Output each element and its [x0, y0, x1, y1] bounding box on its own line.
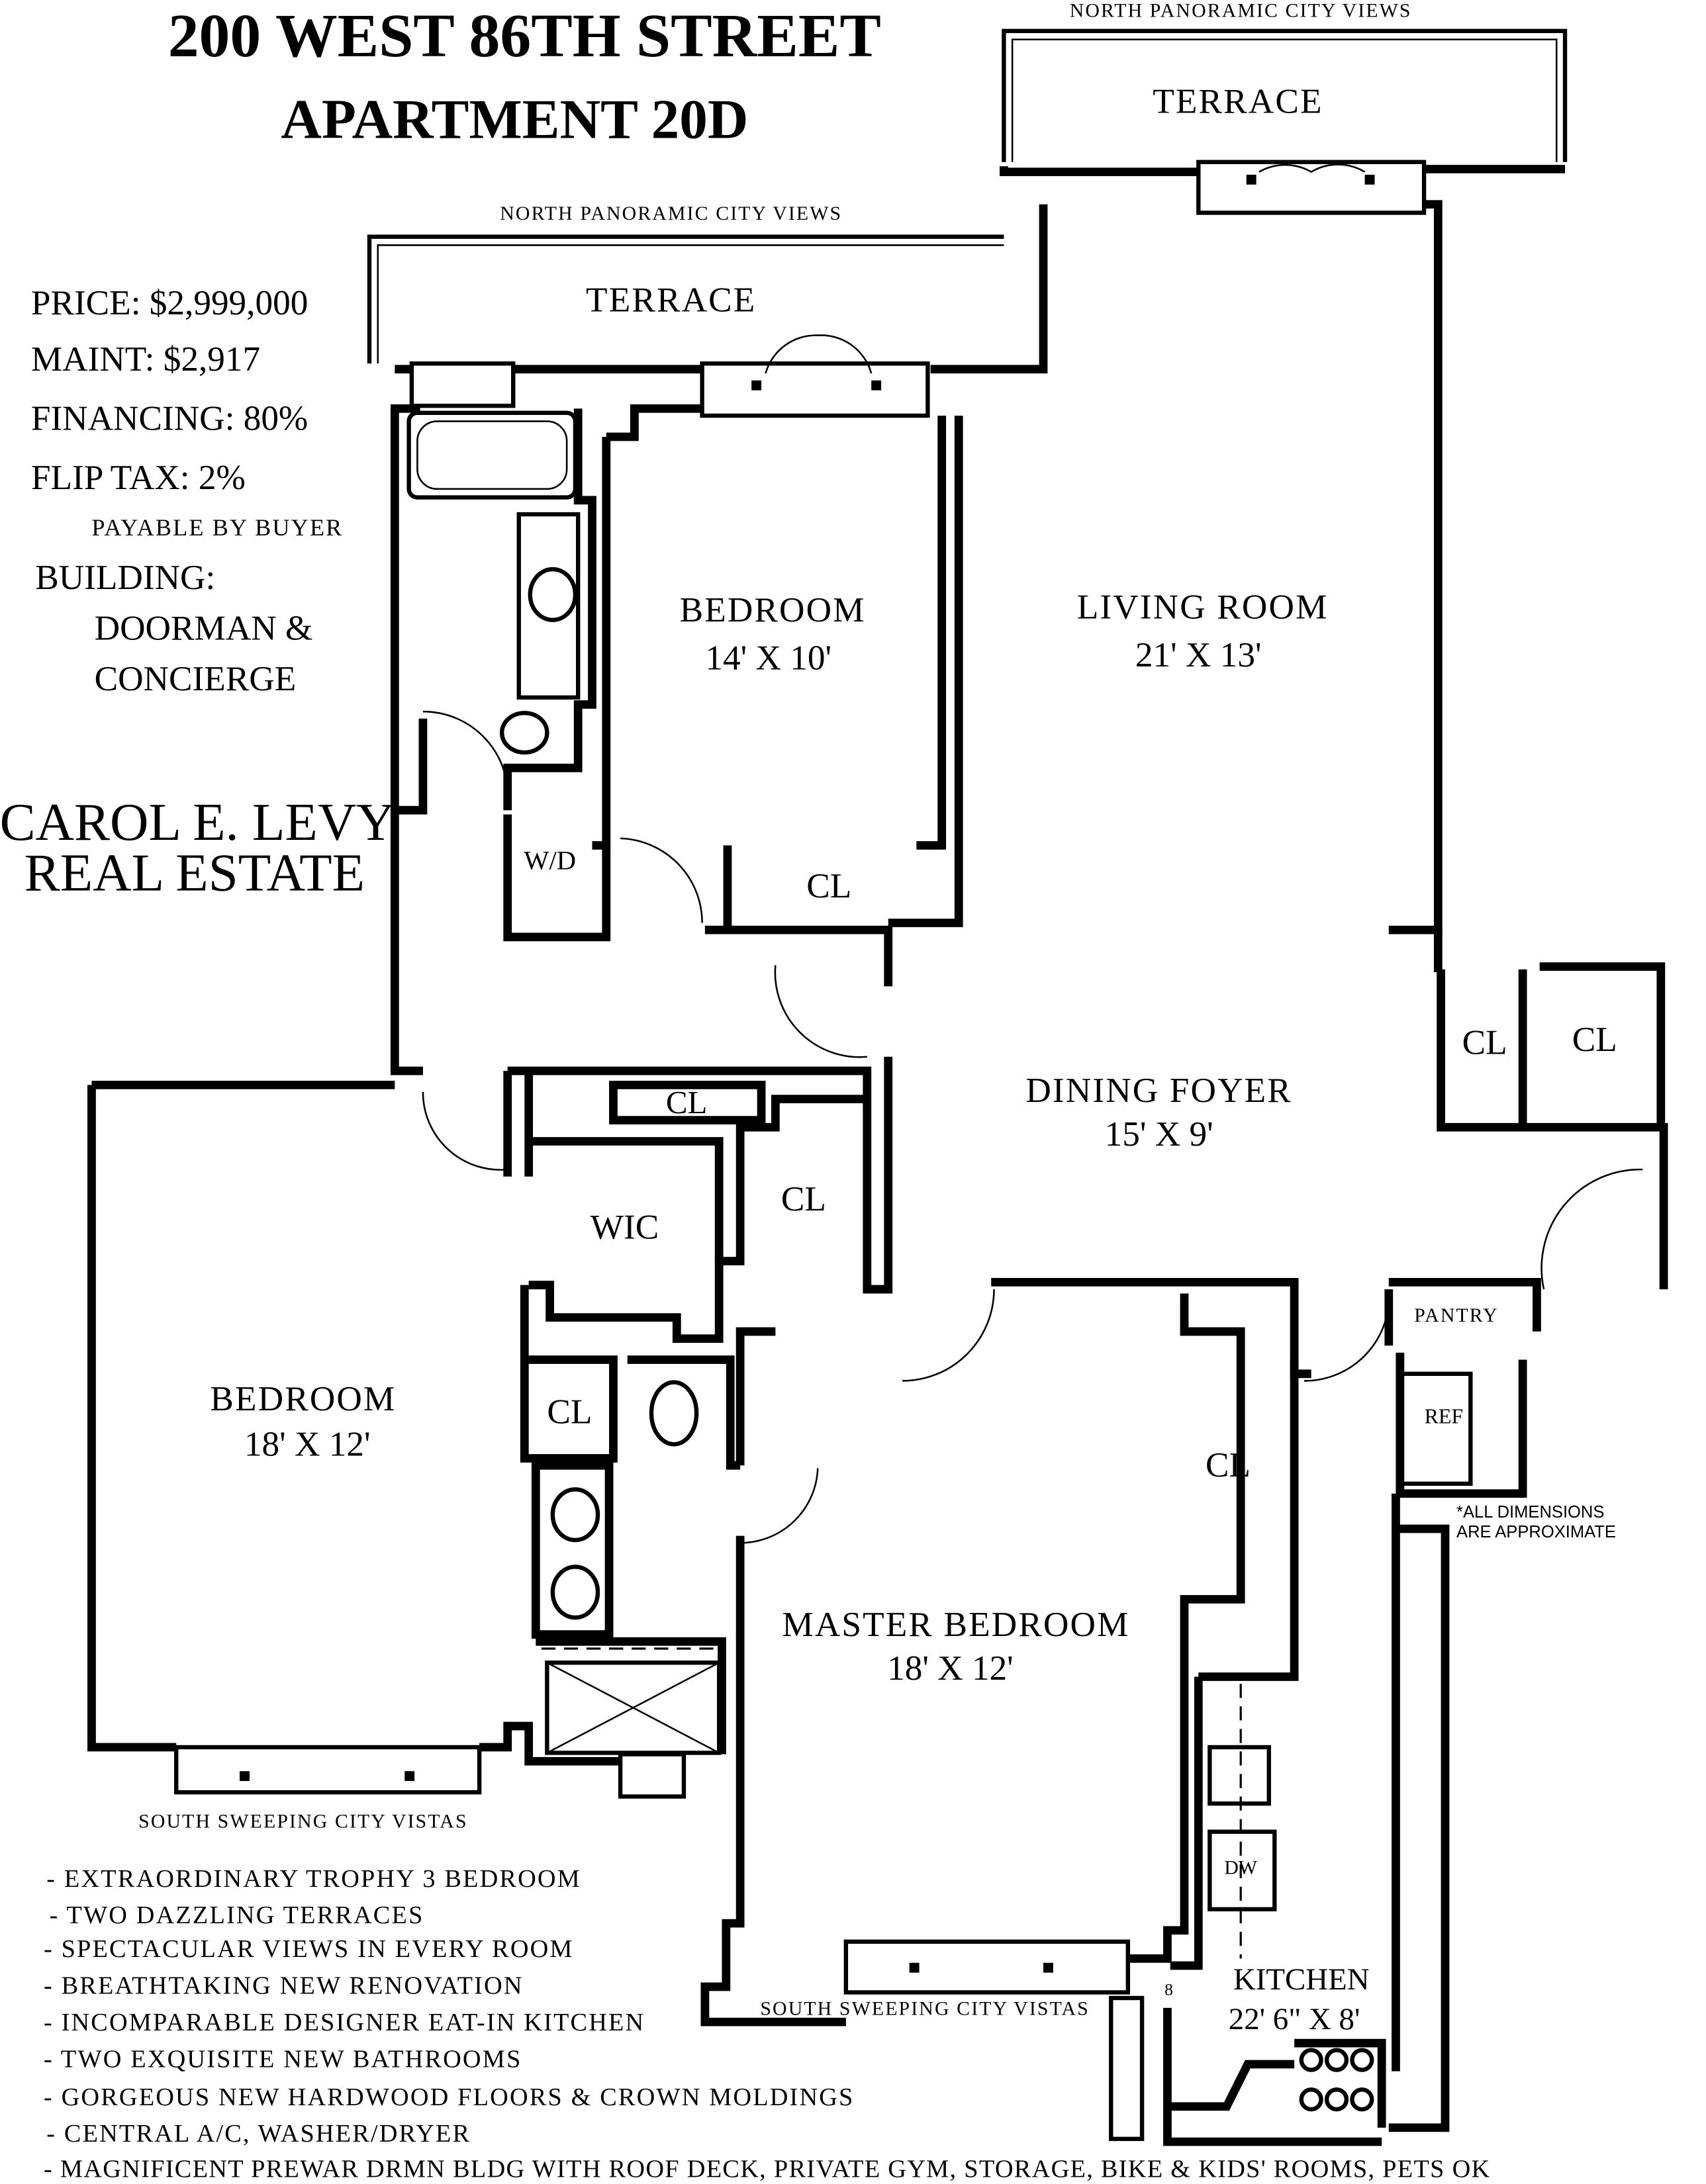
feature-list: - EXTRAORDINARY TROPHY 3 BEDROOM - TWO D… — [44, 1865, 1490, 2183]
stove-icon — [1299, 2048, 1374, 2112]
south-views-master: SOUTH SWEEPING CITY VISTAS — [760, 1998, 1090, 2020]
kitchen-dim: 22' 6" X 8' — [1229, 2002, 1360, 2036]
terrace-left: NORTH PANORAMIC CITY VIEWS TERRACE — [367, 203, 1004, 364]
feature-item: - TWO DAZZLING TERRACES — [50, 1901, 424, 1929]
refrigerator — [1398, 1371, 1473, 1486]
kitchen-name: KITCHEN — [1233, 1962, 1370, 1997]
living-dim: 21' X 13' — [1135, 635, 1262, 674]
feature-item: - SPECTACULAR VIEWS IN EVERY ROOM — [44, 1935, 574, 1963]
title-line-2: APARTMENT 20D — [281, 89, 748, 151]
broker-name: CAROL E. LEVY — [0, 792, 395, 852]
sink-icon — [550, 1565, 600, 1620]
building-line-2: CONCIERGE — [95, 659, 297, 698]
walls — [87, 165, 1668, 2146]
closet-label: CL — [1462, 1023, 1507, 1062]
dimensions-note-1: *ALL DIMENSIONS — [1456, 1503, 1604, 1522]
closet-label: CL — [1206, 1445, 1251, 1484]
wd-label: W/D — [524, 846, 576, 876]
mark-label: 8 — [1164, 1980, 1173, 1999]
bedroom1-dim: 14' X 10' — [705, 638, 831, 677]
north-views-top: NORTH PANORAMIC CITY VIEWS — [1070, 0, 1412, 22]
dimensions-note-2: ARE APPROXIMATE — [1456, 1523, 1616, 1541]
north-views-left: NORTH PANORAMIC CITY VIEWS — [500, 203, 842, 224]
price: PRICE: $2,999,000 — [31, 283, 308, 322]
bedroom1-name: BEDROOM — [680, 590, 866, 629]
bathtub — [406, 410, 578, 500]
room-labels: BEDROOM 14' X 10' LIVING ROOM 21' X 13' … — [210, 588, 1617, 2036]
sink-icon — [528, 567, 578, 622]
dining-dim: 15' X 9' — [1105, 1115, 1213, 1154]
feature-item: - MAGNIFICENT PREWAR DRMN BLDG WITH ROOF… — [44, 2155, 1490, 2183]
shower — [545, 1661, 722, 1755]
wic-label: WIC — [591, 1207, 659, 1246]
closet-label: CL — [547, 1392, 592, 1431]
pantry-label: PANTRY — [1414, 1304, 1499, 1326]
bedroom2-dim: 18' X 12' — [244, 1424, 371, 1463]
vanity — [516, 512, 581, 700]
broker-line-2: REAL ESTATE — [24, 843, 365, 903]
closet-label: CL — [806, 866, 851, 905]
listing-info: PRICE: $2,999,000 MAINT: $2,917 FINANCIN… — [31, 283, 343, 698]
living-name: LIVING ROOM — [1077, 588, 1329, 627]
master-name: MASTER BEDROOM — [782, 1605, 1129, 1644]
windows — [174, 159, 1427, 2142]
financing: FINANCING: 80% — [31, 398, 308, 437]
bedroom2-name: BEDROOM — [210, 1379, 396, 1418]
south-views-left: SOUTH SWEEPING CITY VISTAS — [138, 1810, 468, 1832]
feature-item: - TWO EXQUISITE NEW BATHROOMS — [44, 2045, 522, 2073]
fixtures — [406, 410, 1473, 2112]
feature-item: - CENTRAL A/C, WASHER/DRYER — [46, 2120, 471, 2148]
maintenance: MAINT: $2,917 — [31, 340, 260, 379]
terrace-left-label: TERRACE — [586, 281, 756, 320]
kitchen-sink — [1208, 1745, 1271, 1806]
dw-label: DW — [1224, 1857, 1258, 1879]
feature-item: - GORGEOUS NEW HARDWOOD FLOORS & CROWN M… — [44, 2083, 854, 2111]
flip-tax-note: PAYABLE BY BUYER — [91, 514, 343, 541]
closet-label: CL — [666, 1084, 708, 1120]
building-line-1: DOORMAN & — [95, 609, 313, 648]
dishwasher — [1208, 1829, 1277, 1912]
toilet-icon — [499, 711, 549, 755]
doors — [422, 710, 1643, 1544]
feature-item: - INCOMPARABLE DESIGNER EAT-IN KITCHEN — [44, 2009, 645, 2036]
ref-label: REF — [1425, 1404, 1464, 1428]
feature-item: - EXTRAORDINARY TROPHY 3 BEDROOM — [46, 1865, 581, 1893]
closet-label: CL — [1572, 1020, 1617, 1059]
sink-icon — [550, 1487, 600, 1543]
terrace-top-label: TERRACE — [1153, 81, 1323, 120]
master-dim: 18' X 12' — [887, 1649, 1014, 1688]
flip-tax: FLIP TAX: 2% — [31, 458, 246, 497]
building-label: BUILDING: — [35, 558, 215, 597]
dining-name: DINING FOYER — [1025, 1071, 1292, 1110]
feature-item: - BREATHTAKING NEW RENOVATION — [44, 1972, 524, 2000]
title-line-1: 200 WEST 86TH STREET — [168, 2, 881, 70]
terrace-top: NORTH PANORAMIC CITY VIEWS TERRACE — [1002, 0, 1568, 162]
closet-label: CL — [781, 1179, 826, 1218]
toilet-icon — [649, 1380, 699, 1447]
